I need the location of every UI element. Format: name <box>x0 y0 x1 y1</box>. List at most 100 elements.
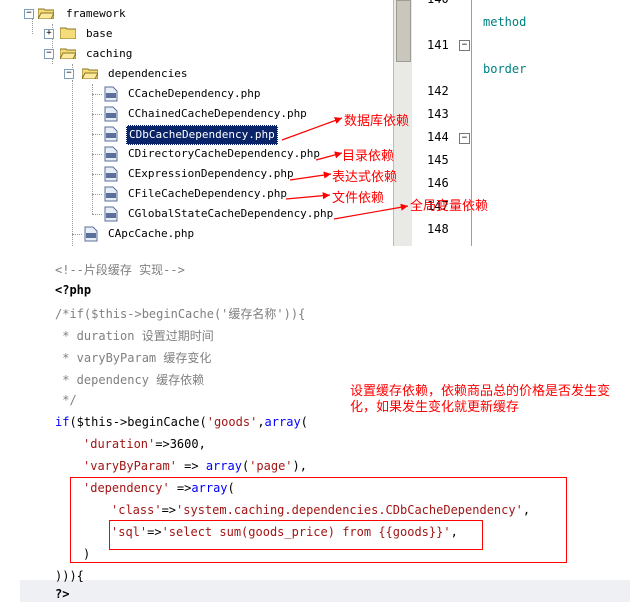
line-number: 146 <box>427 176 449 190</box>
line-number: 140 <box>427 0 453 6</box>
open-folder-icon <box>60 48 76 59</box>
line-number: 141 <box>427 38 449 52</box>
open-folder-icon <box>38 8 54 19</box>
annotation-db-dependency: 数据库依赖 <box>344 114 410 129</box>
code-string: 'duration' <box>83 437 156 451</box>
code-line-close-paren: ) <box>83 547 91 561</box>
code-line-varybyparam: 'varyByParam' => array('page'), <box>83 459 307 473</box>
code-line-dependency: 'dependency' =>array( <box>83 481 235 495</box>
code-string: 'dependency' <box>83 481 170 495</box>
code-line-close-if: ))){ <box>55 569 84 583</box>
tree-item-label: caching <box>86 47 133 60</box>
line-number-gutter: 140 141 − 142 143 144 − 145 146 147 148 <box>413 0 470 246</box>
code-line-sql: 'sql'=>'select sum(goods_price) from {{g… <box>111 525 458 539</box>
code-line-class: 'class'=>'system.caching.dependencies.CD… <box>111 503 530 517</box>
code-keyword: if <box>55 415 70 429</box>
expand-toggle-icon[interactable]: + <box>44 29 54 39</box>
php-file-icon <box>84 226 98 242</box>
tree-item-label: CExpressionDependency.php <box>128 167 294 180</box>
code-text: => <box>176 459 206 473</box>
tree-guide <box>72 234 82 235</box>
code-text: ($this->beginCache( <box>69 415 207 429</box>
code-line-duration: 'duration'=>3600, <box>83 437 206 451</box>
tree-item-label: CCacheDependency.php <box>128 87 261 100</box>
annotation-dir-dependency: 目录依赖 <box>342 149 395 164</box>
code-keyword: array <box>264 415 301 429</box>
code-text: ( <box>227 481 235 495</box>
collapse-toggle-icon[interactable]: − <box>44 49 54 59</box>
code-string: 'varyByParam' <box>83 459 177 473</box>
tree-guide <box>92 84 93 214</box>
collapse-toggle-icon[interactable]: − <box>24 9 34 19</box>
code-text: , <box>522 503 531 517</box>
scrollbar-thumb[interactable] <box>396 0 411 62</box>
code-comment: * dependency 缓存依赖 <box>55 373 205 387</box>
tree-guide <box>92 114 102 115</box>
folder-icon <box>60 27 76 39</box>
tree-guide <box>72 80 73 246</box>
vertical-scrollbar[interactable] <box>393 0 412 246</box>
code-keyword: method <box>483 15 527 29</box>
line-number: 147 <box>427 199 449 213</box>
annotation-note: 设置缓存依赖，依赖商品总的价格是否发生变化，如果发生变化就更新缓存 <box>350 384 611 415</box>
php-file-icon <box>104 86 118 102</box>
tree-guide <box>92 94 102 95</box>
collapse-toggle-icon[interactable]: − <box>64 69 74 79</box>
tree-item-label: base <box>86 27 113 40</box>
line-number: 143 <box>427 107 449 121</box>
code-comment: */ <box>55 393 77 407</box>
annotation-file-dependency: 文件依赖 <box>332 191 385 206</box>
tree-guide <box>52 24 53 64</box>
code-comment: * duration 设置过期时间 <box>55 329 214 343</box>
tree-item-label: CApcCache.php <box>108 227 195 240</box>
tree-guide <box>92 174 102 175</box>
tree-guide <box>92 134 102 135</box>
code-string: 'goods' <box>206 415 258 429</box>
editor-pane[interactable]: method border <box>472 0 640 246</box>
code-text: ), <box>292 459 307 473</box>
code-text: ( <box>300 415 308 429</box>
php-file-icon <box>104 106 118 122</box>
fold-collapse-icon[interactable]: − <box>459 133 470 144</box>
php-close-tag: ?> <box>55 587 70 601</box>
tree-item-label: CDbCacheDependency.php <box>126 125 278 145</box>
php-file-icon <box>104 206 118 222</box>
tree-item-label: CFileCacheDependency.php <box>128 187 287 200</box>
code-keyword: array <box>205 459 242 473</box>
line-number: 145 <box>427 153 449 167</box>
php-file-icon <box>104 126 118 142</box>
code-string: 'system.caching.dependencies.CDbCacheDep… <box>176 503 523 517</box>
fold-margin-line <box>471 0 472 246</box>
php-open-tag: <?php <box>55 283 92 297</box>
tree-guide <box>92 214 102 215</box>
php-file-icon <box>104 186 118 202</box>
code-comment: /*if($this->beginCache('缓存名称')){ <box>55 307 306 321</box>
tree-item-label: CChainedCacheDependency.php <box>128 107 307 120</box>
code-keyword: array <box>191 481 228 495</box>
code-string: 'select sum(goods_price) from {{goods}}' <box>161 525 451 539</box>
tree-item-label: CDirectoryCacheDependency.php <box>128 147 321 160</box>
line-number: 142 <box>427 84 449 98</box>
dependency-highlight-box <box>70 477 567 563</box>
code-text: => <box>161 503 177 517</box>
fold-collapse-icon[interactable]: − <box>459 40 470 51</box>
code-string: 'class' <box>111 503 162 517</box>
code-text: =>3600, <box>155 437 206 451</box>
tree-guide <box>92 154 102 155</box>
tree-guide <box>32 14 33 34</box>
code-comment: <!--片段缓存 实现--> <box>55 263 185 277</box>
php-file-icon <box>104 166 118 182</box>
annotation-expression-dependency: 表达式依赖 <box>332 170 398 185</box>
php-file-icon <box>104 146 118 162</box>
code-comment: * varyByParam 缓存变化 <box>55 351 212 365</box>
tree-guide <box>92 194 102 195</box>
code-snippet: <!--片段缓存 实现--> <?php /*if($this->beginCa… <box>20 258 630 608</box>
file-tree: − framework + base − caching − dependenc… <box>20 0 393 246</box>
annotation-globalstate-dependency: 全局变量依赖 <box>410 199 489 214</box>
code-text: , <box>257 415 265 429</box>
code-text: , <box>450 525 458 539</box>
code-line-if: if($this->beginCache('goods',array( <box>55 415 308 429</box>
code-line-highlight <box>20 580 630 602</box>
code-string: 'sql' <box>111 525 148 539</box>
code-string: 'page' <box>249 459 293 473</box>
